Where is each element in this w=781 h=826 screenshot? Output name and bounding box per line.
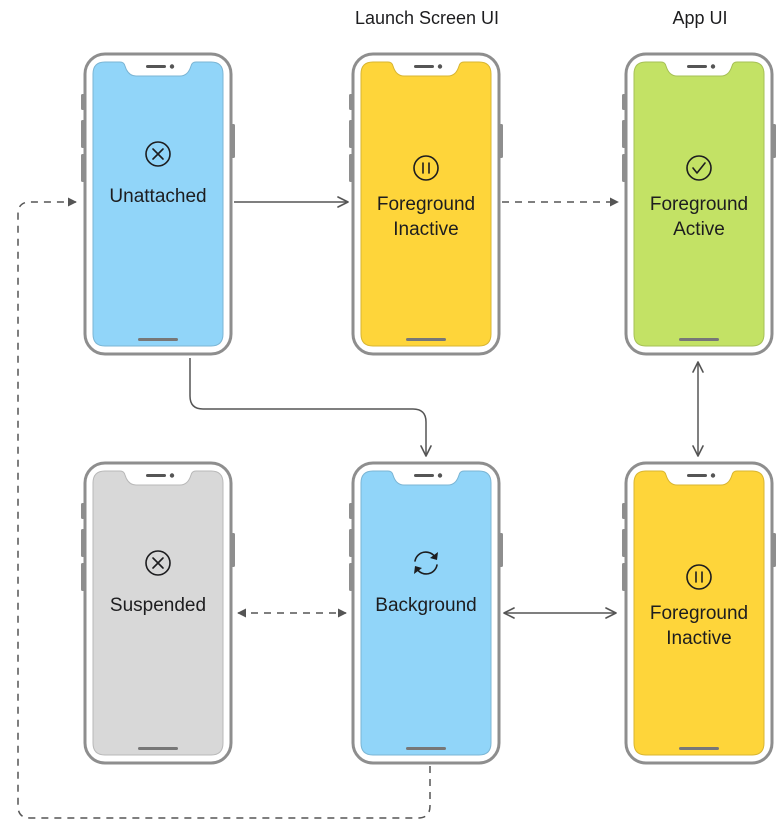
speaker [414,474,434,477]
phone-screen [360,61,492,347]
speaker [146,65,166,68]
checkmark-circle-icon [686,155,712,181]
state-label: Foreground [650,603,748,624]
camera [710,473,716,478]
arrow-background-to-unattached [17,197,431,819]
app-ui-header: App UI [672,8,728,28]
home-indicator [406,338,446,341]
camera [437,64,443,69]
speaker [687,474,707,477]
launch-screen-ui-header: Launch Screen UI [354,8,500,28]
state-label: Active [673,219,725,240]
close-circle-icon [145,141,171,167]
state-label: Inactive [393,219,458,240]
state-label: Background [375,595,476,616]
speaker [414,65,434,68]
state-label: Unattached [109,186,206,207]
phone-screen [92,470,224,756]
state-label: Suspended [110,595,206,616]
state-label: Foreground [650,194,748,215]
phone-screen [92,61,224,347]
camera [169,473,175,478]
pause-circle-icon [686,564,712,590]
phone-screen [633,470,765,756]
home-indicator [138,338,178,341]
home-indicator [138,747,178,750]
phone-unattached: Unattached [81,52,235,356]
pause-circle-icon [413,155,439,181]
home-indicator [679,747,719,750]
home-indicator [679,338,719,341]
state-label: Inactive [666,628,731,649]
camera [169,64,175,69]
arrow-unattached-to-background [189,358,432,457]
home-indicator [406,747,446,750]
phone-suspended: Suspended [81,461,235,765]
refresh-arrows-icon [414,551,438,575]
camera [710,64,716,69]
speaker [146,474,166,477]
phone-screen [633,61,765,347]
state-label: Foreground [377,194,475,215]
close-circle-icon [145,550,171,576]
camera [437,473,443,478]
speaker [687,65,707,68]
phone-background: Background [349,461,503,765]
phone-screen [360,470,492,756]
